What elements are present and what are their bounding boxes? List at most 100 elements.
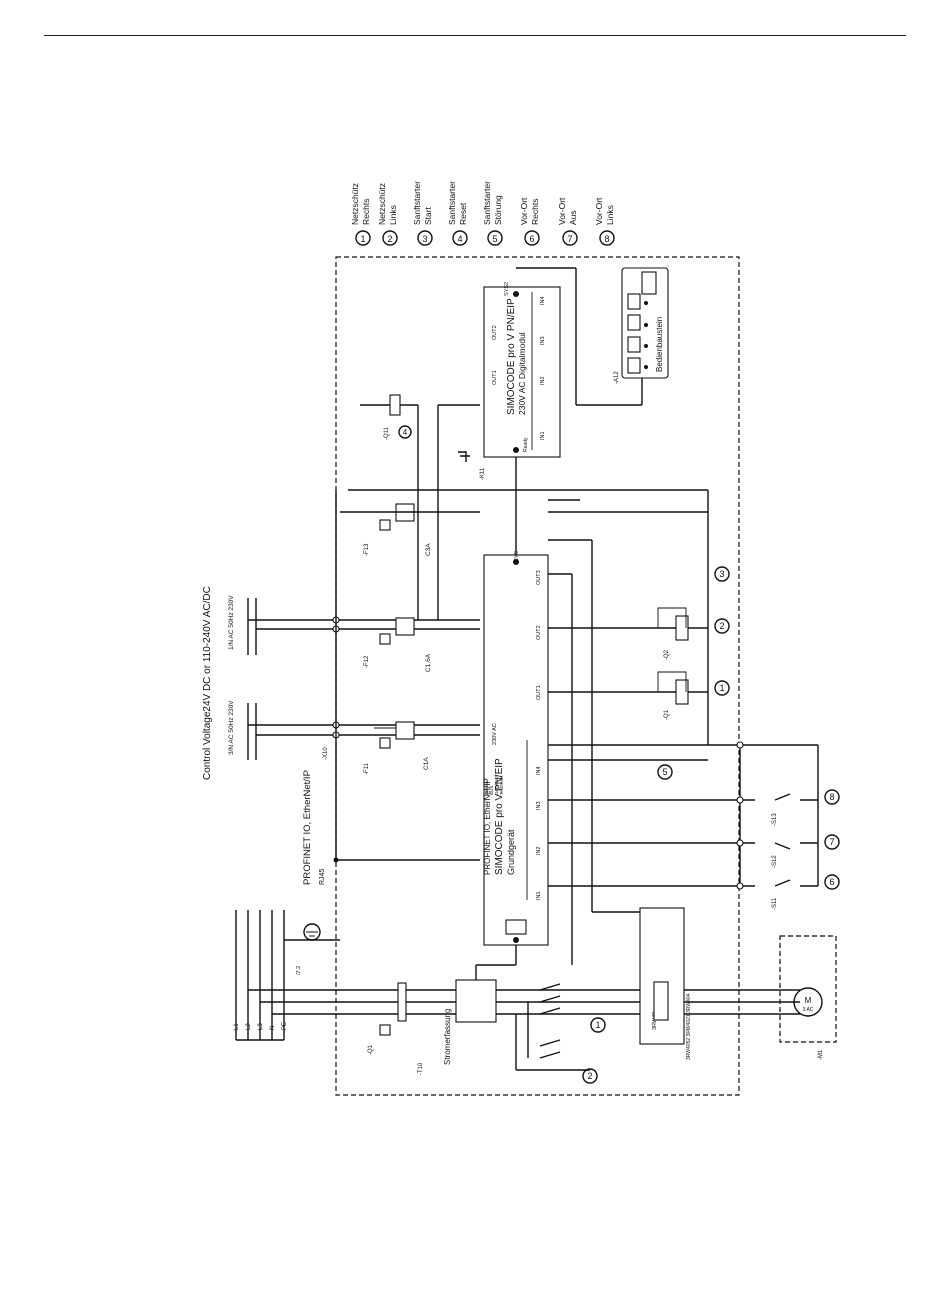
svg-text:6: 6 (829, 877, 834, 887)
control-supply-rails (247, 490, 480, 860)
status-leds: Device BUS Gen.Fault Test/reset (484, 774, 504, 795)
switch-s11: 6 -S11 (772, 874, 840, 910)
legend-num: 6 (529, 234, 534, 244)
f13-rating: C3A (425, 543, 432, 556)
basic-sys: SYS (514, 551, 520, 562)
ready-label: Ready (523, 437, 529, 452)
contactor-coil-q2: 2 -Q2 (548, 607, 730, 660)
legend-num: 8 (604, 234, 609, 244)
motor-label: M (805, 996, 812, 1005)
led-test: Test/reset (499, 775, 504, 795)
startup-codes: 3RW4052 3RW4021 3RW404 (686, 993, 692, 1060)
q2-coil-label: -Q2 (664, 649, 670, 660)
legend-line2: Rechts (361, 199, 371, 225)
operator-panel: Bedienbaustein -A12 (614, 267, 669, 384)
legend-line1: Vor-Ort (594, 197, 604, 225)
legend-num: 4 (457, 234, 462, 244)
soft-starter: 3RW40 3RW4052 3RW4021 3RW404 (639, 907, 692, 1060)
digital-subtitle: 230V AC Digitalmodul (517, 332, 527, 415)
svg-text:1: 1 (719, 683, 724, 693)
fuse-f12: -F12 C1,6A (364, 617, 432, 672)
legend-item-8: 8 Vor-Ort Links (594, 197, 615, 246)
in4-label: IN4 (540, 296, 546, 305)
basic-in3: IN3 (536, 801, 542, 810)
motor-m1: M 3 AC -M1 (779, 935, 837, 1060)
motor-sub: 3 AC (803, 1007, 814, 1013)
legend-item-3: 3 Sanftstarter Start (412, 181, 433, 246)
legend-line2: Start (423, 206, 433, 225)
legend-line1: Sanftstarter (412, 181, 422, 225)
legend-line1: Netzschütz (377, 183, 387, 225)
basic-line1: PROFINET IO, EtherNet/IP (483, 778, 492, 875)
l3-label: L3 (258, 1023, 264, 1030)
legend-num: 2 (387, 234, 392, 244)
s13-label: -S13 (772, 813, 778, 826)
x10-label: -X10 (323, 747, 329, 760)
in3-label: IN3 (540, 336, 546, 345)
digital-out2: OUT2 (492, 325, 498, 340)
legend-num: 1 (360, 234, 365, 244)
legend-item-7: 7 Vor-Ort Aus (557, 197, 578, 246)
rj45-label: RJ45 (319, 869, 326, 885)
legend-item-6: 6 Vor-Ort Rechts (519, 197, 540, 246)
legend-line2: Reset (458, 202, 468, 225)
switch-s13: 8 -S13 (772, 789, 840, 826)
cabinet-boundary (335, 256, 740, 1096)
in2-label: IN2 (540, 376, 546, 385)
legend-line1: Sanftstarter (482, 181, 492, 225)
digital-title: SIMOCODE pro V PN/EIP (506, 298, 517, 415)
legend-item-5: 5 Sanftstarter Störung (482, 181, 503, 246)
f12-label: -F12 (364, 655, 370, 668)
f12-rating: C1,6A (425, 653, 432, 672)
legend-num: 3 (422, 234, 427, 244)
q11-label: -Q11 (384, 426, 390, 440)
current-sensor: Stromerfassung -T10 (418, 945, 517, 1075)
control-voltage-title: Control Voltage24V DC or 110-240V AC/DC (202, 586, 213, 780)
local-inputs: 5 (548, 741, 819, 890)
legend-line1: Netzschütz (350, 183, 360, 225)
legend-line1: Vor-Ort (519, 197, 529, 225)
legend-line2: Rechts (530, 199, 540, 225)
k11-label: -K11 (480, 467, 486, 480)
t10-label: -T10 (418, 1062, 424, 1075)
f11-label: -F11 (364, 762, 370, 775)
sirius-label: 3RW40 (652, 1012, 658, 1030)
m1-label: -M1 (818, 1049, 824, 1060)
fuse-f11: -F11 C1A (364, 721, 430, 775)
basic-voltage: 230V AC (492, 723, 498, 745)
switch-s12: 7 -S12 (772, 834, 840, 868)
main-power: L1 L2 L3 N PE /7.2 (234, 910, 800, 1041)
fuse-f13: -F13 C3A (340, 503, 480, 556)
svg-text:4: 4 (403, 428, 408, 437)
l1-label: L1 (234, 1023, 240, 1030)
supply-b-label: 1/N AC 50Hz 230V (228, 595, 235, 650)
n-label: N (270, 1026, 276, 1030)
svg-text:2: 2 (587, 1071, 592, 1081)
main-breaker-q1: -Q1 (368, 982, 407, 1055)
led-bus: BUS (489, 786, 494, 795)
f11-rating: C1A (423, 757, 430, 770)
svg-text:5: 5 (662, 767, 667, 777)
basic-line3: Grundgerät (506, 829, 516, 875)
s12-label: -S12 (772, 855, 778, 868)
basic-in1: IN1 (536, 891, 542, 900)
sys2-label: SYS2 (504, 282, 510, 296)
k11-reset: -K11 (458, 451, 486, 480)
l2-label: L2 (246, 1023, 252, 1030)
basic-out3: OUT3 (536, 570, 542, 585)
contactor-coil-q1: 1 -Q1 (548, 671, 730, 720)
digital-module: SIMOCODE pro V PN/EIP 230V AC Digitalmod… (483, 282, 561, 458)
q1-coil-label: -Q1 (664, 709, 670, 720)
pe-label: PE (282, 1022, 288, 1030)
pe-ref: /7.2 (296, 966, 302, 975)
legend-num: 7 (567, 234, 572, 244)
svg-text:1: 1 (595, 1020, 600, 1030)
basic-line2: SIMOCODE pro V PN/EIP (494, 758, 505, 875)
s11-label: -S11 (772, 897, 778, 910)
basic-out1: OUT1 (536, 685, 542, 700)
basic-in2: IN2 (536, 846, 542, 855)
led-genfault: Gen.Fault (494, 774, 499, 795)
a12-label: -A12 (614, 371, 620, 384)
svg-text:3: 3 (719, 569, 724, 579)
